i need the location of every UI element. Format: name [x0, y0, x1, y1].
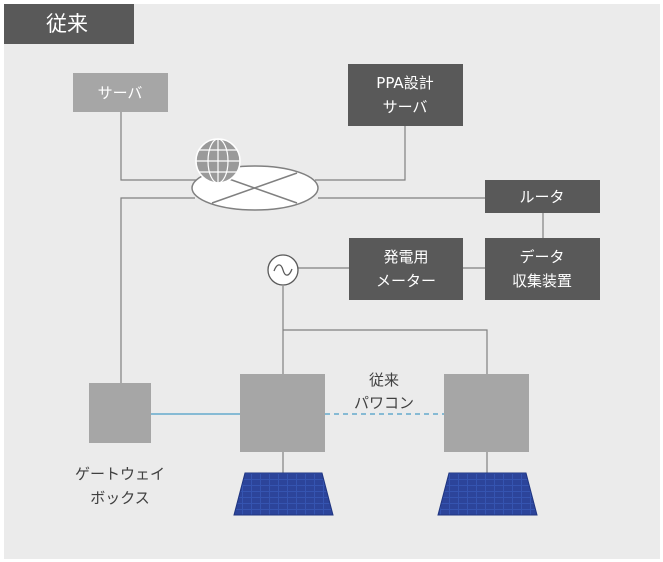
ppa-server-node: PPA設計 サーバ — [348, 64, 463, 126]
router-node: ルータ — [485, 180, 600, 213]
gateway-label-line2: ボックス — [90, 489, 150, 507]
server-node: サーバ — [73, 73, 168, 112]
pcs-label-line1: 従来 — [369, 371, 399, 389]
ac-symbol-icon — [267, 254, 299, 286]
router-label: ルータ — [519, 188, 564, 206]
ppa-server-label-line1: PPA設計 — [376, 74, 433, 92]
meter-label-line1: 発電用 — [383, 248, 428, 266]
heading-tab: 従来 — [4, 4, 134, 44]
pcs-box-left — [240, 374, 325, 452]
pcs-box-right — [444, 374, 529, 452]
pcs-label-line2: パワコン — [354, 394, 414, 412]
globe-icon — [195, 138, 241, 184]
gateway-label-line1: ゲートウェイ — [75, 465, 165, 483]
data-collector-node: データ 収集装置 — [485, 238, 600, 300]
connection-lines — [120, 112, 544, 473]
meter-node: 発電用 メーター — [349, 238, 463, 300]
solar-panel-icon — [233, 472, 334, 516]
ppa-server-label-line2: サーバ — [383, 98, 428, 116]
meter-label-line2: メーター — [376, 272, 436, 290]
solar-panel-icon — [437, 472, 538, 516]
gateway-box — [89, 383, 151, 443]
data-collector-label-line2: 収集装置 — [512, 272, 572, 290]
server-label: サーバ — [98, 84, 143, 102]
data-collector-label-line1: データ — [519, 248, 564, 266]
